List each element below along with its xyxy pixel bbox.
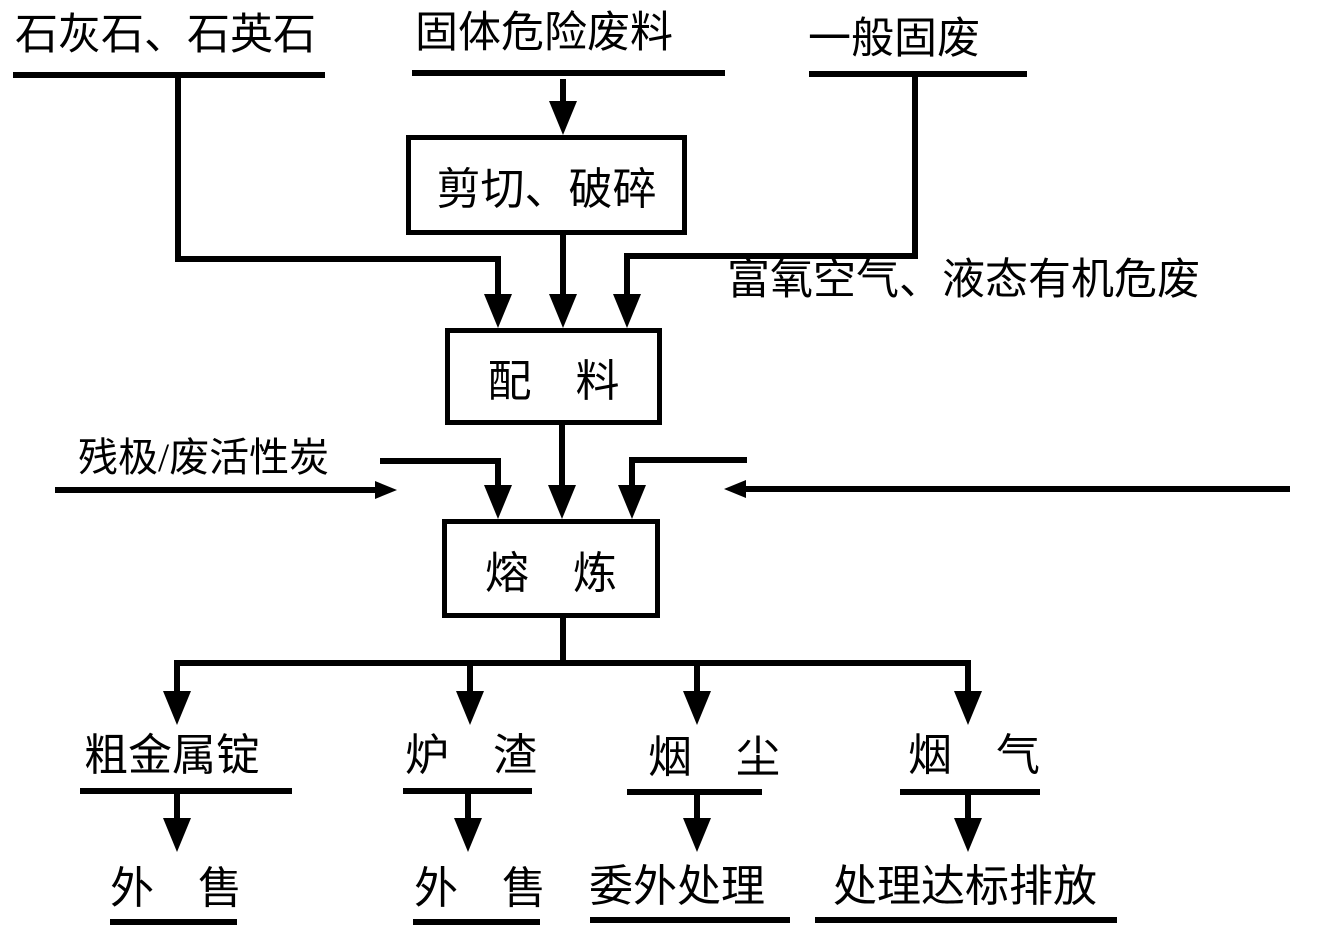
label-general-solid-waste: 一般固废 <box>808 16 980 63</box>
arrow-down-icon <box>549 294 577 328</box>
arrow-down-icon <box>484 485 512 519</box>
process-box-shear-crush: 剪切、破碎 <box>406 135 687 235</box>
connector-residue-drop <box>495 464 501 488</box>
arrow-down-icon <box>549 101 577 135</box>
process-box-batching: 配 料 <box>445 328 662 425</box>
label-external-sale-ingot: 外 售 <box>110 864 242 913</box>
connector-limestone-drop <box>495 262 501 296</box>
connector-residue-horizontal <box>380 458 501 464</box>
connector-general-vertical <box>912 77 918 259</box>
connector-right-feed-horizontal <box>629 457 747 463</box>
label-flue-gas: 烟 气 <box>908 731 1040 780</box>
label-compliant-discharge: 处理达标排放 <box>833 862 1097 911</box>
label-external-sale-slag: 外 售 <box>414 864 546 913</box>
arrow-down-icon <box>163 818 191 852</box>
connector-out-gas <box>965 666 971 694</box>
process-box-batching-label: 配 料 <box>487 356 620 406</box>
arrow-down-icon <box>618 485 646 519</box>
residue-feed-line <box>55 487 377 493</box>
arrow-right-icon <box>375 481 397 499</box>
connector-shear-to-batching <box>560 235 566 297</box>
underline-solid-hazardous <box>412 70 725 76</box>
underline-dust <box>627 789 762 795</box>
process-box-shear-crush-label: 剪切、破碎 <box>436 165 657 214</box>
underline-metal-ingot <box>80 788 292 794</box>
right-feed-line <box>746 486 1290 492</box>
underline-slag <box>403 788 532 794</box>
connector-batching-to-smelting <box>559 425 565 487</box>
connector-slag-to-sale <box>465 794 471 820</box>
underline-limestone <box>13 72 325 78</box>
underline-sale-slag <box>413 919 540 925</box>
underline-sale-ingot <box>110 919 237 925</box>
connector-ingot-to-sale <box>174 794 180 820</box>
arrow-down-icon <box>683 691 711 725</box>
label-smoke-dust: 烟 尘 <box>648 733 780 782</box>
connector-limestone-vertical <box>175 78 181 262</box>
label-outsourced-treatment: 委外处理 <box>589 862 765 911</box>
connector-dust-to-outsourced <box>694 794 700 820</box>
connector-limestone-horizontal <box>175 256 501 262</box>
arrow-down-icon <box>456 691 484 725</box>
arrow-down-icon <box>954 818 982 852</box>
connector-right-feed-drop <box>629 463 635 488</box>
arrow-down-icon <box>454 818 482 852</box>
label-oxygen-air-liquid-organic: 富氧空气、液态有机危废 <box>727 257 1200 304</box>
arrow-down-icon <box>163 691 191 725</box>
connector-general-horizontal <box>624 253 918 259</box>
label-limestone-quartz: 石灰石、石英石 <box>15 12 316 59</box>
underline-flue-gas <box>900 789 1040 795</box>
arrow-down-icon <box>683 818 711 852</box>
underline-discharge <box>815 917 1117 923</box>
arrow-down-icon <box>954 691 982 725</box>
arrow-down-icon <box>484 294 512 328</box>
label-solid-hazardous-waste: 固体危险废料 <box>415 10 673 57</box>
connector-out-slag <box>467 666 473 694</box>
output-bus-line <box>174 660 971 666</box>
arrow-down-icon <box>548 485 576 519</box>
underline-general-solid <box>809 71 1027 77</box>
connector-hazardous-drop <box>560 79 566 103</box>
label-crude-metal-ingot: 粗金属锭 <box>84 731 260 780</box>
connector-smelting-out <box>560 618 566 666</box>
label-residue-waste-carbon: 残极/废活性炭 <box>78 435 330 480</box>
underline-outsourced <box>590 917 790 923</box>
arrow-left-icon <box>724 480 746 498</box>
process-box-smelting-label: 熔 炼 <box>485 548 617 598</box>
connector-out-dust <box>694 666 700 694</box>
process-box-smelting: 熔 炼 <box>442 519 660 618</box>
connector-general-drop <box>624 259 630 297</box>
connector-out-ingot <box>174 666 180 694</box>
label-slag: 炉 渣 <box>405 731 537 780</box>
connector-gas-to-discharge <box>965 794 971 820</box>
arrow-down-icon <box>613 294 641 328</box>
